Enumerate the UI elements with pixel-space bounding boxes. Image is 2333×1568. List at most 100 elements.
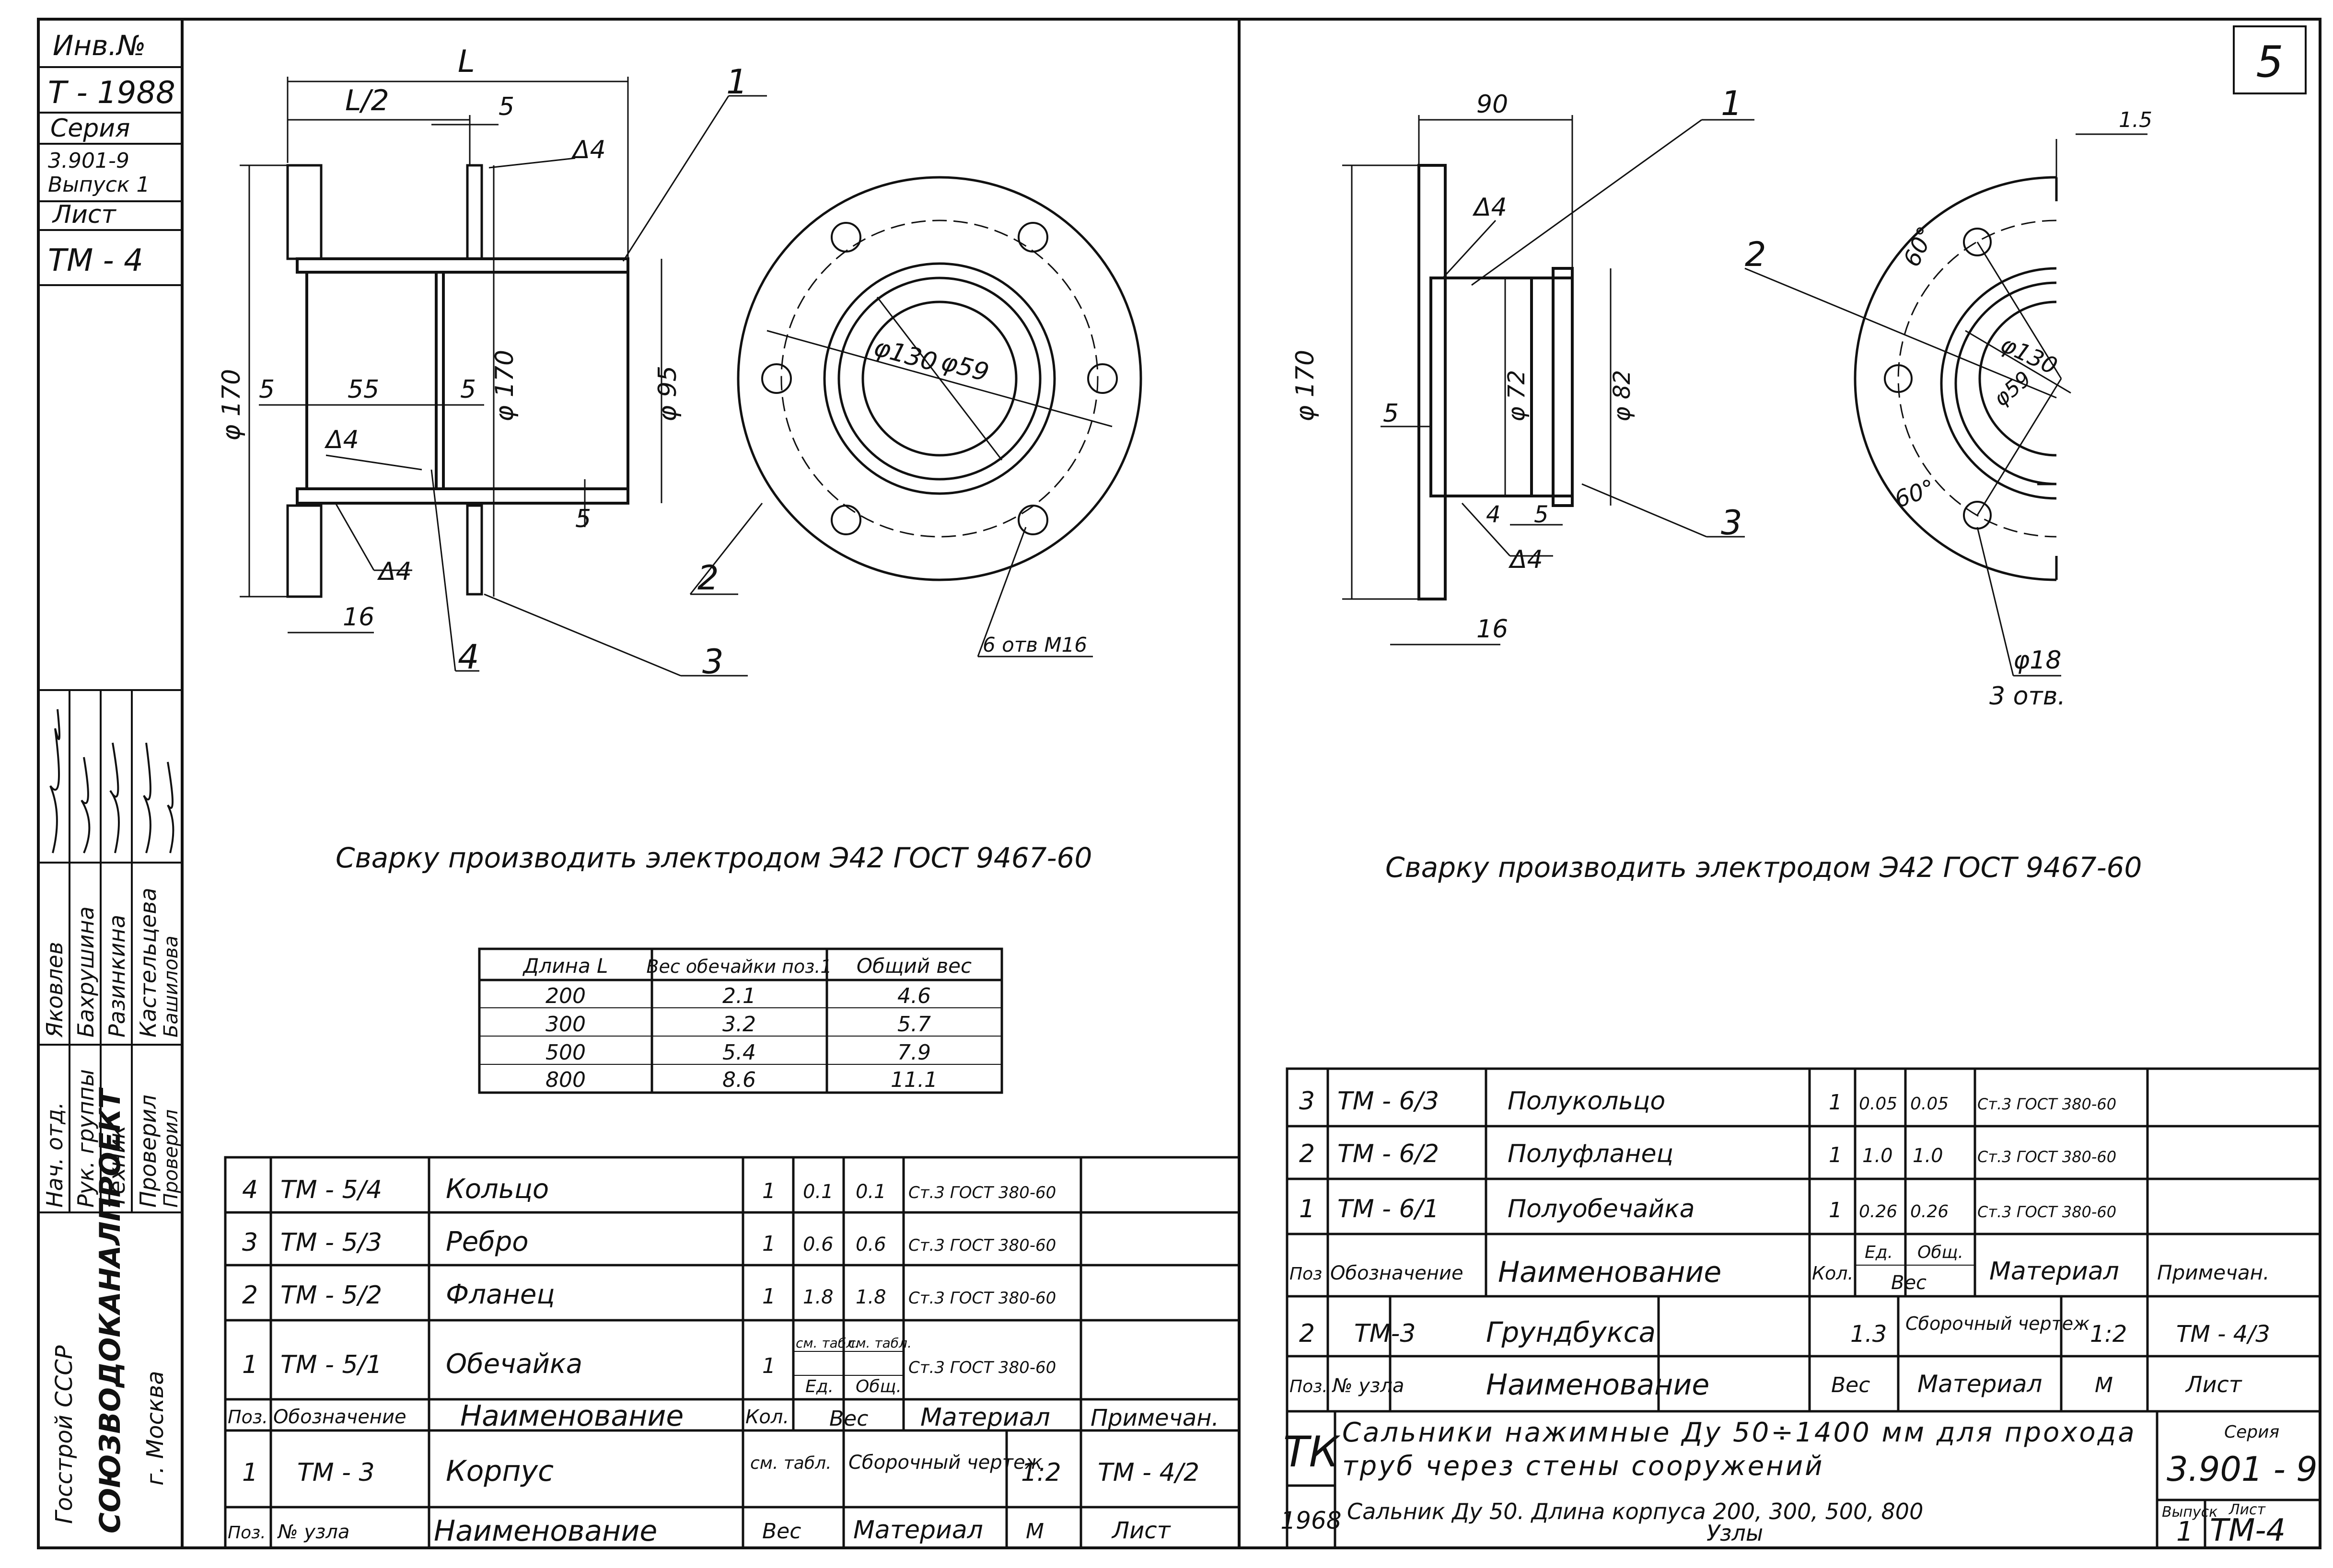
cell-text: 3 xyxy=(1299,1087,1315,1116)
dim-90: 90 xyxy=(1476,90,1508,119)
cell-text: Ребро xyxy=(446,1226,529,1257)
dim-59: φ59 xyxy=(938,347,992,388)
cell-text: Грундбукса xyxy=(1486,1316,1656,1349)
cell-text: 3 xyxy=(242,1228,258,1257)
cell-text: 1 xyxy=(242,1458,258,1487)
cell-text: 0.05 xyxy=(1859,1094,1897,1114)
dim-170-left: φ 170 xyxy=(217,369,246,441)
title-sheet-label: Лист xyxy=(2229,1501,2266,1518)
cell-text: Ст.3 ГОСТ 380-60 xyxy=(908,1236,1056,1255)
cell-text: 5.4 xyxy=(722,1040,756,1065)
cell-text: Сборочный чертеж xyxy=(1905,1313,2089,1334)
cell-text: 1:2 xyxy=(1021,1458,1061,1487)
dim-16-right: 16 xyxy=(1476,615,1508,644)
dim-5-right-b: 5 xyxy=(1534,501,1549,528)
dim-95: φ 95 xyxy=(653,366,682,422)
cell-text: 0.26 xyxy=(1910,1202,1949,1222)
series-label: Серия xyxy=(50,114,130,143)
title-series-label: Серия xyxy=(2224,1422,2279,1442)
holes-3: 3 отв. xyxy=(1989,682,2066,711)
sheet-value: ТМ - 4 xyxy=(48,243,143,278)
cell-text: 1.8 xyxy=(856,1286,886,1308)
cell-text: 11.1 xyxy=(891,1068,938,1092)
cell-text: 1 xyxy=(1829,1090,1842,1115)
cell-text: ТМ - 6/3 xyxy=(1337,1087,1439,1116)
cell-text: Материал xyxy=(853,1516,983,1545)
role-2: Рук. группы xyxy=(73,1069,99,1208)
cell-text: 2 xyxy=(1299,1140,1315,1168)
weld-bot: Δ4 xyxy=(377,557,412,586)
spec-right-header: Поз Обозначение Наименование Кол. Ед. Об… xyxy=(1289,1243,2269,1294)
cell-text: 1 xyxy=(242,1350,258,1379)
cell-text: Вес xyxy=(1891,1272,1927,1294)
wt-head-total: Общий вес xyxy=(857,954,972,978)
spec-right-assembly: 2 ТМ-3 Грундбукса 1.3 Сборочный чертеж 1… xyxy=(1299,1313,2270,1349)
title-year: 1968 xyxy=(1280,1507,1341,1534)
title-issue-label: Выпуск xyxy=(2162,1504,2217,1521)
cell-text: Фланец xyxy=(446,1279,555,1310)
signatures xyxy=(49,709,174,853)
name-1: Яковлев xyxy=(42,942,68,1038)
cell-text: Общ. xyxy=(856,1377,902,1396)
title-series: 3.901 - 9 xyxy=(2167,1450,2318,1489)
holes-note: 6 отв М16 xyxy=(983,633,1087,657)
cell-text: 7.9 xyxy=(897,1040,931,1065)
cell-text: Ст.3 ГОСТ 380-60 xyxy=(1977,1148,2116,1166)
role-4: Проверил xyxy=(135,1095,161,1208)
title-main: Сальники нажимные Ду 50÷1400 мм для прох… xyxy=(1342,1417,2136,1482)
cell-text: М xyxy=(1026,1519,1044,1544)
cell-text: Обозначение xyxy=(273,1406,406,1428)
callout-1-right: 1 xyxy=(1721,84,1742,123)
cell-text: см. табл. xyxy=(750,1453,832,1473)
cell-text: Лист xyxy=(2185,1372,2242,1397)
cell-text: Материал xyxy=(1917,1370,2043,1398)
cell-text: ТМ - 3 xyxy=(297,1458,375,1487)
flange-upper xyxy=(286,164,323,260)
cell-text: № узла xyxy=(1332,1375,1404,1397)
spec-left-row: 2 ТМ - 5/2 Фланец 1 1.8 1.8 Ст.3 ГОСТ 38… xyxy=(242,1279,1056,1310)
cell-text: Обозначение xyxy=(1330,1262,1463,1284)
left-front-view: φ130 φ59 2 6 отв М16 xyxy=(689,176,1142,657)
cell-text: 4 xyxy=(242,1176,258,1204)
weight-table: Длина L Вес обечайки поз.1 Общий вес 200… xyxy=(478,947,1003,1094)
wt-head-length: Длина L xyxy=(522,954,608,978)
cell-text: Общ. xyxy=(1917,1243,1963,1262)
cell-text: 200 xyxy=(546,984,586,1008)
corner-stamp-number: 5 xyxy=(2256,37,2283,87)
cell-text: см. табл. xyxy=(796,1335,859,1351)
cell-text: Поз xyxy=(1289,1264,1322,1284)
cell-text: М xyxy=(2095,1373,2113,1397)
corner-stamp: 5 xyxy=(2233,25,2307,94)
right-section-view: 90 Δ4 φ 170 5 φ 72 φ 82 4 5 Δ4 16 1 3 xyxy=(1291,84,1754,646)
cell-text: Корпус xyxy=(446,1454,554,1488)
cell-text: 3.2 xyxy=(722,1012,756,1037)
cell-text: ТМ - 5/2 xyxy=(280,1281,382,1310)
cell-text: Полукольцо xyxy=(1508,1087,1665,1116)
spec-left-assembly: 1 ТМ - 3 Корпус см. табл. Сборочный черт… xyxy=(242,1452,1199,1488)
right-weld-note: Сварку производить электродом Э42 ГОСТ 9… xyxy=(1385,851,2142,884)
cell-text: Кольцо xyxy=(446,1174,549,1205)
wt-row: 300 3.2 5.7 xyxy=(546,1012,931,1037)
cell-text: ТМ - 4/2 xyxy=(1098,1458,1199,1487)
cell-text: Обечайка xyxy=(446,1349,582,1380)
cell-text: Поз. xyxy=(1289,1377,1328,1396)
callout-1: 1 xyxy=(726,62,748,102)
dim-170-right: φ 170 xyxy=(1291,350,1320,422)
wt-head-shell: Вес обечайки поз.1 xyxy=(646,956,832,977)
cell-text: Ст.3 ГОСТ 380-60 xyxy=(1977,1203,2116,1221)
wt-row: 800 8.6 11.1 xyxy=(546,1068,938,1092)
cell-text: Вес xyxy=(762,1519,801,1544)
dim-5-top: 5 xyxy=(499,92,514,121)
cell-text: 1:2 xyxy=(2090,1321,2127,1348)
spec-left-row: 1 ТМ - 5/1 Обечайка 1 см. табл. см. табл… xyxy=(242,1335,1056,1380)
wt-row: 200 2.1 4.6 xyxy=(546,984,931,1008)
cell-text: Кол. xyxy=(745,1406,789,1428)
dim-4-right: 4 xyxy=(1486,501,1501,528)
cell-text: 0.26 xyxy=(1859,1202,1897,1222)
cell-text: 300 xyxy=(546,1012,586,1037)
wt-row: 500 5.4 7.9 xyxy=(546,1040,931,1065)
dim-L-half: L/2 xyxy=(345,84,389,117)
cell-text: 0.1 xyxy=(856,1181,886,1203)
cell-text: Сборочный чертеж xyxy=(848,1452,1043,1474)
name-5: Башилова xyxy=(160,935,182,1038)
